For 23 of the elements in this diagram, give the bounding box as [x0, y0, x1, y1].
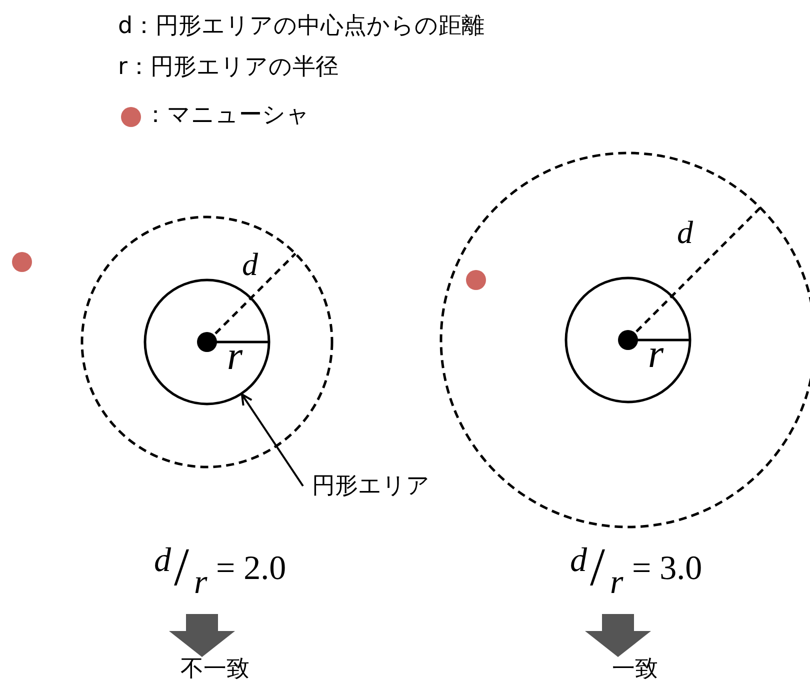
equation-value: = 3.0: [632, 552, 702, 586]
result-label: 不一致: [180, 657, 250, 682]
circle-area: [564, 276, 692, 404]
distance-label: d: [242, 248, 258, 280]
legend-text: ：マニューシャ: [144, 103, 310, 128]
legend-text: r：円形エリアの半径: [118, 55, 338, 80]
result-label: 一致: [611, 657, 659, 682]
radius-label: r: [227, 336, 243, 376]
fraction-numerator: d: [570, 544, 587, 578]
distance-label: d: [677, 216, 693, 248]
block-arrow: [585, 614, 651, 657]
equation-value: = 2.0: [216, 552, 286, 586]
callout-label: 円形エリア: [312, 474, 431, 500]
fraction-slash: /: [174, 540, 190, 594]
radius-label: r: [648, 334, 664, 374]
block-arrow: [169, 614, 235, 657]
leader-line: [240, 393, 304, 487]
fraction-denominator: r: [194, 566, 208, 600]
legend-text: d：円形エリアの中心点からの距離: [118, 14, 485, 40]
fraction-numerator: d: [154, 544, 171, 578]
fraction-slash: /: [590, 540, 606, 594]
fraction-denominator: r: [610, 566, 624, 600]
circle-area: [143, 278, 271, 406]
